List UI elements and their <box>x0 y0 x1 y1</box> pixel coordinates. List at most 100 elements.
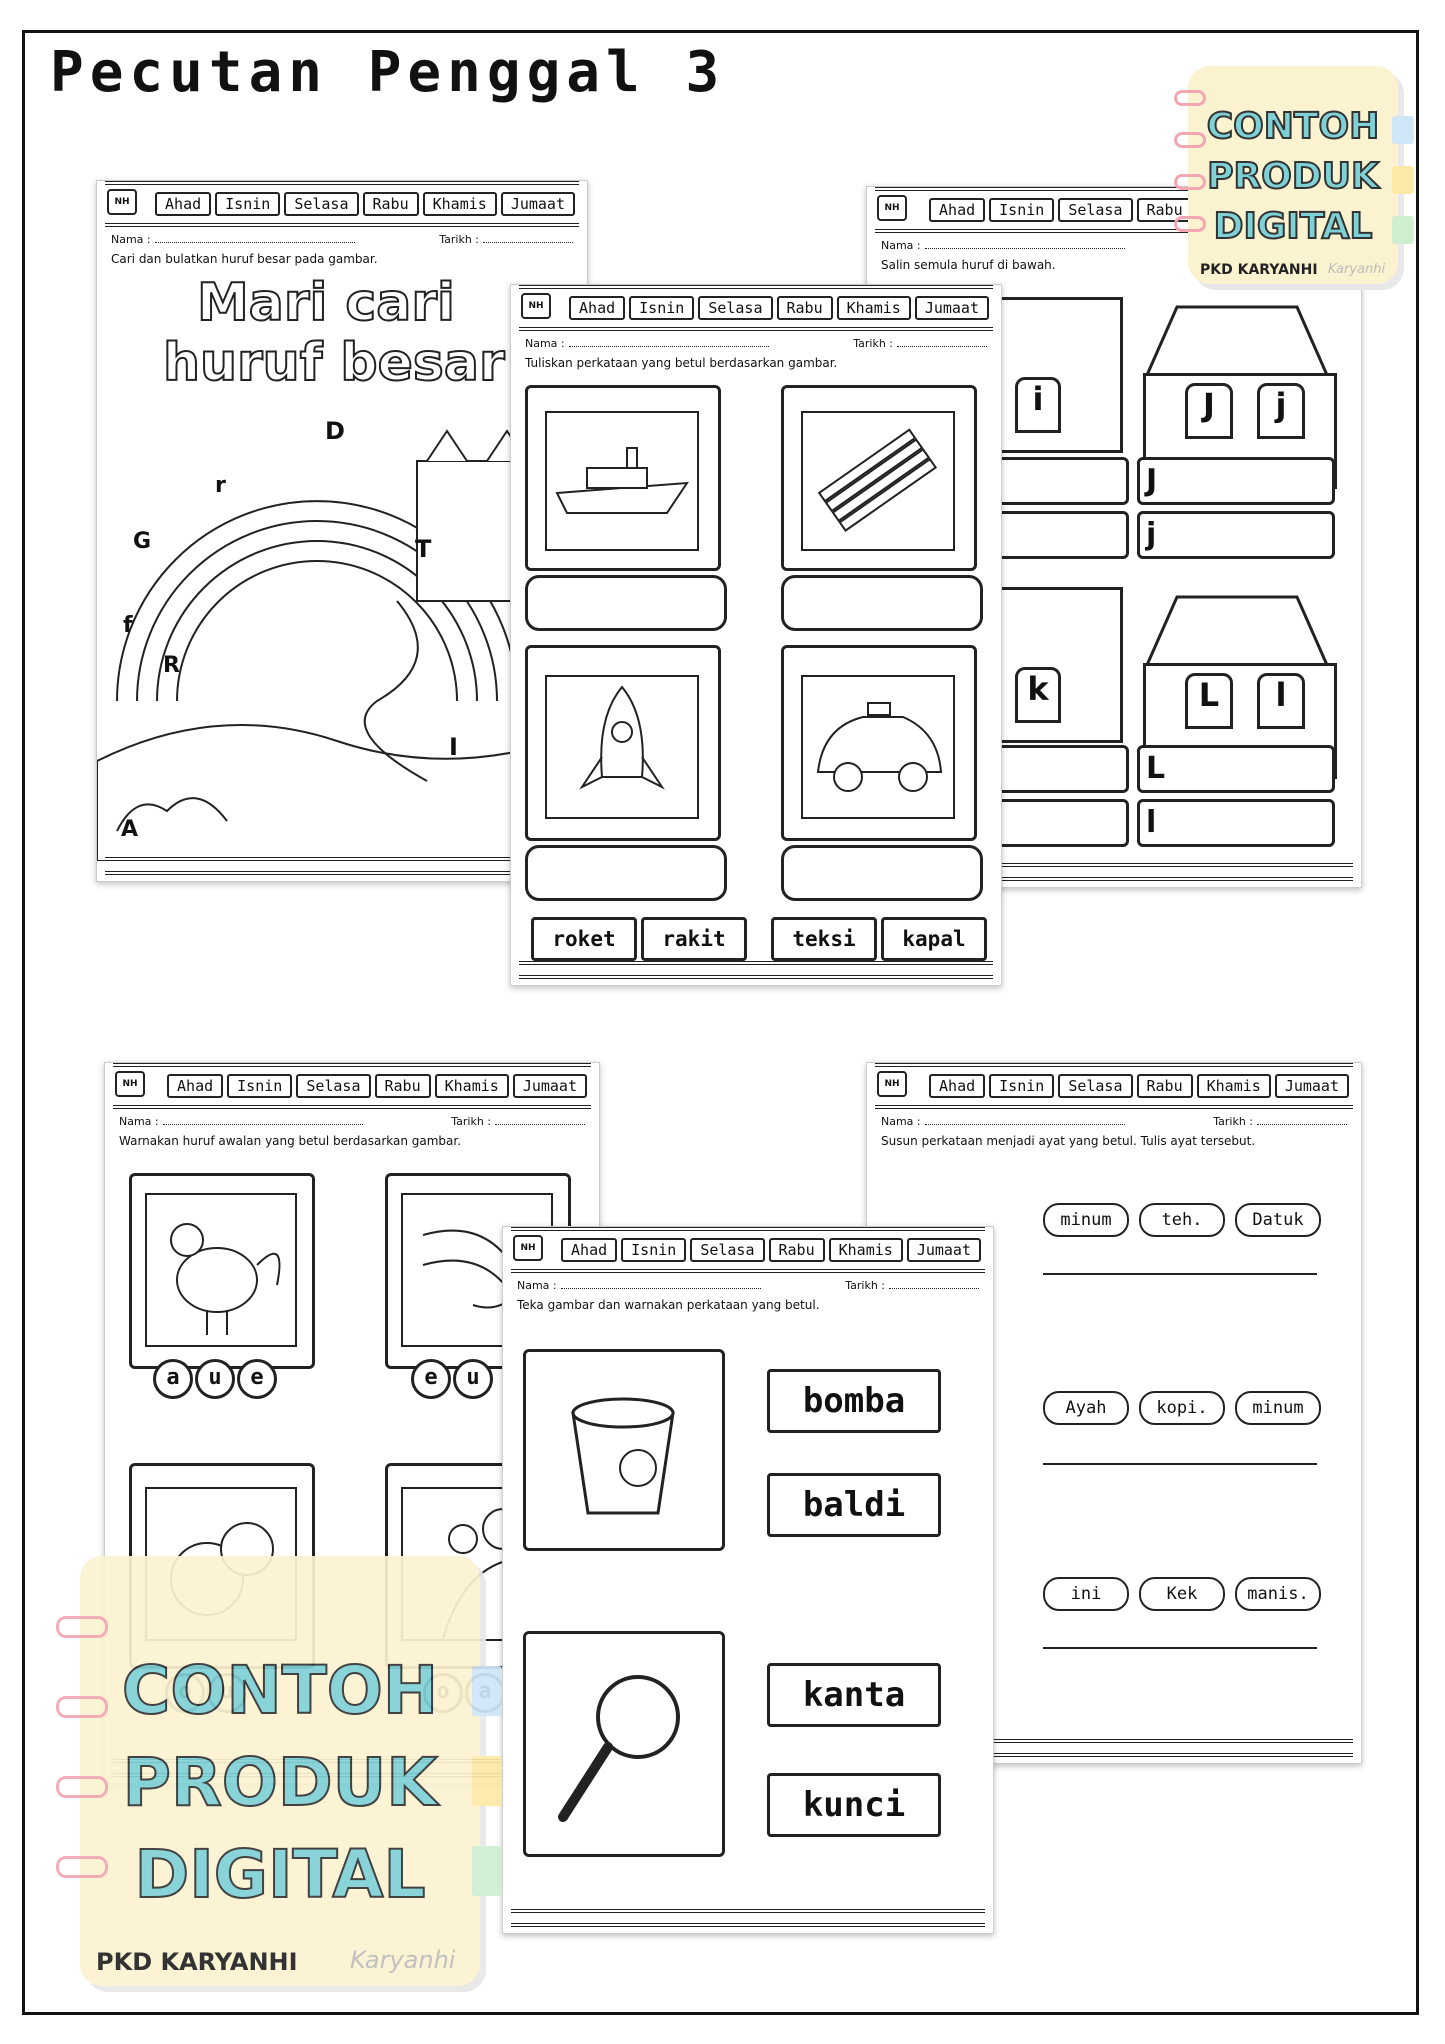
binder-ring-icon <box>1174 132 1206 148</box>
date-field: Tarikh : <box>845 1279 979 1292</box>
worksheet-header: NH Ahad Isnin Selasa Rabu Khamis Jumaat <box>511 1227 985 1273</box>
house-letter-upper: L <box>1185 673 1233 729</box>
heading-line-2: huruf besar <box>162 332 506 394</box>
day-ahad: Ahad <box>569 296 626 320</box>
sentence-line[interactable] <box>1043 1463 1317 1465</box>
word-choice[interactable]: teksi <box>771 917 877 961</box>
instruction: Warnakan huruf awalan yang betul berdasa… <box>119 1134 462 1148</box>
answer-box[interactable] <box>781 845 983 901</box>
word-choice[interactable]: kanta <box>767 1663 941 1727</box>
day-isnin: Isnin <box>989 1074 1055 1098</box>
watermark-signature: Karyanhi <box>1328 262 1386 277</box>
writing-box[interactable] <box>987 457 1129 505</box>
house-letter-upper: J <box>1185 383 1233 439</box>
word-pill[interactable]: Datuk <box>1235 1203 1321 1237</box>
day-jumaat: Jumaat <box>500 192 575 216</box>
hidden-letter: G <box>133 529 152 554</box>
day-jumaat: Jumaat <box>914 296 989 320</box>
day-rabu: Rabu <box>768 1238 825 1262</box>
letter-option[interactable]: u <box>453 1359 493 1399</box>
word-pill[interactable]: Ayah <box>1043 1391 1129 1425</box>
word-choice[interactable]: roket <box>531 917 637 961</box>
day-selasa: Selasa <box>296 1074 371 1098</box>
word-choice[interactable]: kapal <box>881 917 987 961</box>
word-choice[interactable]: baldi <box>767 1473 941 1537</box>
page-title: Pecutan Penggal 3 <box>50 40 726 105</box>
letter-option[interactable]: a <box>153 1359 193 1399</box>
writing-box-lower[interactable]: l <box>1137 799 1335 847</box>
sticky-tab-icon <box>472 1756 502 1806</box>
day-isnin: Isnin <box>629 296 695 320</box>
day-jumaat: Jumaat <box>512 1074 587 1098</box>
word-pill[interactable]: minum <box>1043 1203 1129 1237</box>
hidden-letter: D <box>325 417 345 445</box>
word-pill[interactable]: ini <box>1043 1577 1129 1611</box>
hidden-letter: T <box>415 535 432 563</box>
ship-picture <box>545 411 699 551</box>
day-selasa: Selasa <box>698 296 773 320</box>
day-ahad: Ahad <box>561 1238 618 1262</box>
school-logo: NH <box>877 1071 907 1097</box>
worksheet-header: NH Ahad Isnin Selasa Rabu Khamis Jumaat <box>519 285 993 331</box>
day-rabu: Rabu <box>374 1074 431 1098</box>
sticky-tab-icon <box>472 1846 502 1896</box>
watermark-line-2: PRODUK <box>122 1743 439 1822</box>
word-pill[interactable]: Kek <box>1139 1577 1225 1611</box>
watermark-brand: PKD KARYANHI <box>96 1948 298 1976</box>
watermark-stamp: CONTOH PRODUK DIGITAL PKD KARYANHI Karya… <box>1174 66 1414 284</box>
rooster-picture <box>145 1193 297 1347</box>
hidden-letter: f <box>123 613 133 638</box>
sticky-tab-icon <box>1392 216 1414 244</box>
word-pill[interactable]: teh. <box>1139 1203 1225 1237</box>
house-letter-lower: l <box>1257 673 1305 729</box>
writing-box-lower[interactable]: j <box>1137 511 1335 559</box>
binder-ring-icon <box>1174 90 1206 106</box>
watermark-signature: Karyanhi <box>350 1946 456 1974</box>
worksheet-footer <box>105 857 579 875</box>
word-choice[interactable]: kunci <box>767 1773 941 1837</box>
watermark-line-3: DIGITAL <box>1213 205 1374 248</box>
writing-box-upper[interactable]: J <box>1137 457 1335 505</box>
binder-ring-icon <box>1174 174 1206 190</box>
day-jumaat: Jumaat <box>1274 1074 1349 1098</box>
letter-option[interactable]: e <box>411 1359 451 1399</box>
day-isnin: Isnin <box>621 1238 687 1262</box>
letter-option[interactable]: u <box>195 1359 235 1399</box>
page-frame <box>22 30 1419 2015</box>
date-field: Tarikh : <box>1213 1115 1347 1128</box>
hidden-letter: r <box>215 473 226 498</box>
instruction: Salin semula huruf di bawah. <box>881 258 1056 272</box>
day-rabu: Rabu <box>362 192 419 216</box>
writing-box-upper[interactable]: L <box>1137 745 1335 793</box>
word-pill[interactable]: manis. <box>1235 1577 1321 1611</box>
sentence-line[interactable] <box>1043 1273 1317 1275</box>
writing-box[interactable] <box>987 745 1129 793</box>
word-choice[interactable]: rakit <box>641 917 747 961</box>
house-roof <box>1144 595 1330 667</box>
answer-box[interactable] <box>781 575 983 631</box>
heading-line-1: Mari cari <box>196 272 456 334</box>
date-field: Tarikh : <box>451 1115 585 1128</box>
watermark-line-1: CONTOH <box>1206 105 1380 148</box>
house-letter: i <box>1015 377 1061 433</box>
word-pill[interactable]: kopi. <box>1139 1391 1225 1425</box>
binder-ring-icon <box>56 1696 108 1718</box>
worksheet-header: NH Ahad Isnin Selasa Rabu Khamis Jumaat <box>875 1063 1353 1109</box>
word-choice[interactable]: bomba <box>767 1369 941 1433</box>
sticky-tab-icon <box>1392 116 1414 144</box>
writing-box[interactable] <box>987 511 1129 559</box>
name-field: Nama : <box>119 1115 363 1128</box>
letter-option[interactable]: e <box>237 1359 277 1399</box>
worksheet-guess-picture: NH Ahad Isnin Selasa Rabu Khamis Jumaat … <box>502 1226 994 1934</box>
word-pill[interactable]: minum <box>1235 1391 1321 1425</box>
writing-box[interactable] <box>987 799 1129 847</box>
sentence-line[interactable] <box>1043 1647 1317 1649</box>
worksheet-header: NH Ahad Isnin Selasa Rabu Khamis Jumaat <box>113 1063 591 1109</box>
hidden-letter: A <box>121 817 139 842</box>
date-field: Tarikh : <box>853 337 987 350</box>
answer-box[interactable] <box>525 845 727 901</box>
answer-box[interactable] <box>525 575 727 631</box>
day-ahad: Ahad <box>929 1074 986 1098</box>
school-logo: NH <box>115 1071 145 1097</box>
instruction: Susun perkataan menjadi ayat yang betul.… <box>881 1134 1256 1148</box>
